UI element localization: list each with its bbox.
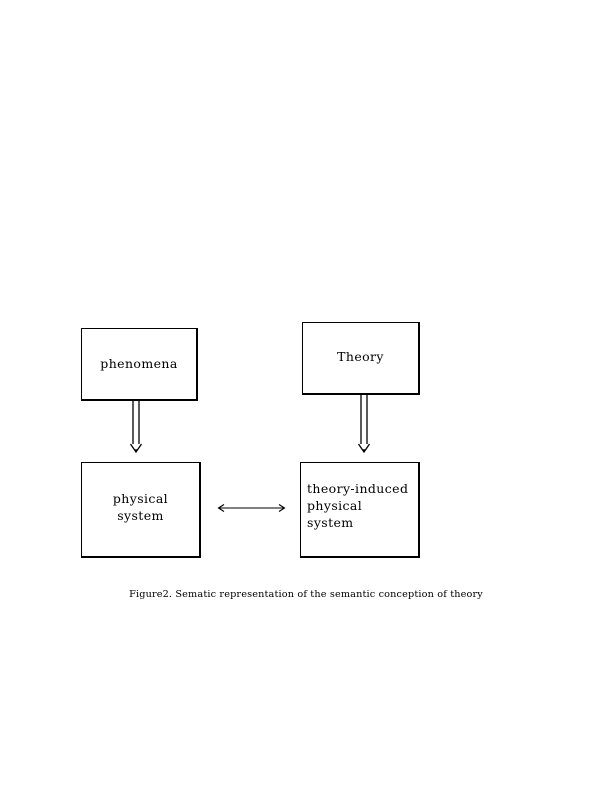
node-theory: Theory <box>302 322 420 395</box>
node-theory-induced-physical-system-label: theory-induced physical system <box>307 481 409 530</box>
arrow-head-right <box>278 504 286 512</box>
arrow-phenomena-to-physical-system <box>129 400 143 454</box>
arrow-theory-to-theory-induced-physical-system <box>357 394 371 454</box>
node-physical-system: physical system <box>81 462 201 558</box>
node-theory-induced-physical-system: theory-induced physical system <box>300 462 420 558</box>
node-phenomena: phenomena <box>81 328 198 401</box>
node-phenomena-label: phenomena <box>100 356 178 371</box>
arrow-head-left <box>217 504 225 512</box>
figure-caption: Figure2. Sematic representation of the s… <box>129 589 483 600</box>
node-physical-system-label: physical system <box>112 491 169 523</box>
arrow-physical-system-to-theory-induced-physical-system <box>217 504 286 512</box>
node-theory-label: Theory <box>337 349 384 364</box>
